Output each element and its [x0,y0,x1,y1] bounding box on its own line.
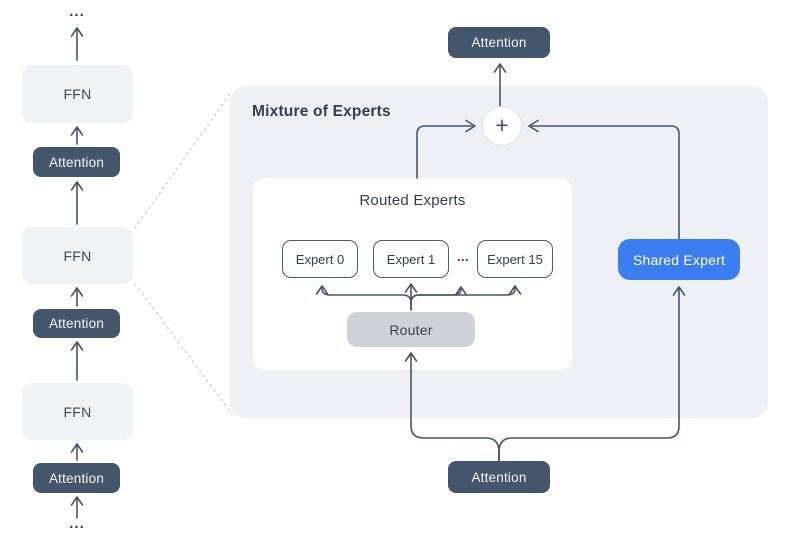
arrow-router-to-expert15 [410,285,522,304]
stack-ellipsis-bottom: ... [69,515,85,532]
expert-15-box: Expert 15 [477,240,553,278]
moe-title: Mixture of Experts [252,103,391,120]
ffn-block-2-expanded: FFN [22,227,133,284]
expert-1-box: Expert 1 [373,240,449,278]
arrow-attention-to-router [404,352,500,462]
router-box: Router [347,312,475,347]
experts-ellipsis: ... [456,249,470,264]
expert-0-box: Expert 0 [282,240,358,278]
sum-node: + [482,106,522,146]
ffn-block-3: FFN [22,383,133,440]
routed-experts-title: Routed Experts [359,192,466,209]
arrow-shared-to-sum [528,119,680,240]
attention-output-block: Attention [448,27,550,58]
shared-expert-box: Shared Expert [618,239,740,280]
arrow-att2-to-ffn2 [70,287,84,307]
arrow-ffn1-to-dots [70,27,84,61]
attention-input-block: Attention [448,461,550,493]
stack-ellipsis-top: ... [69,3,85,20]
arrow-att1-to-ffn1 [70,126,84,145]
arrow-router-to-expert0 [315,285,412,311]
zoom-dotted-line-top [134,90,233,229]
zoom-dotted-line-bottom [134,283,233,415]
arrow-att3-to-ffn3 [70,443,84,461]
ffn-block-1: FFN [22,65,133,123]
arrow-dots-to-att3 [70,496,84,519]
attention-block-3: Attention [33,463,120,493]
arrow-ffn3-to-att2 [70,341,84,381]
arrow-ffn2-to-att1 [70,181,84,225]
attention-block-1: Attention [33,147,120,177]
arrow-sum-to-attention [493,63,507,107]
arrow-attention-to-shared [498,286,686,462]
attention-block-2: Attention [33,309,120,338]
arrow-routed-to-sum [416,119,476,179]
